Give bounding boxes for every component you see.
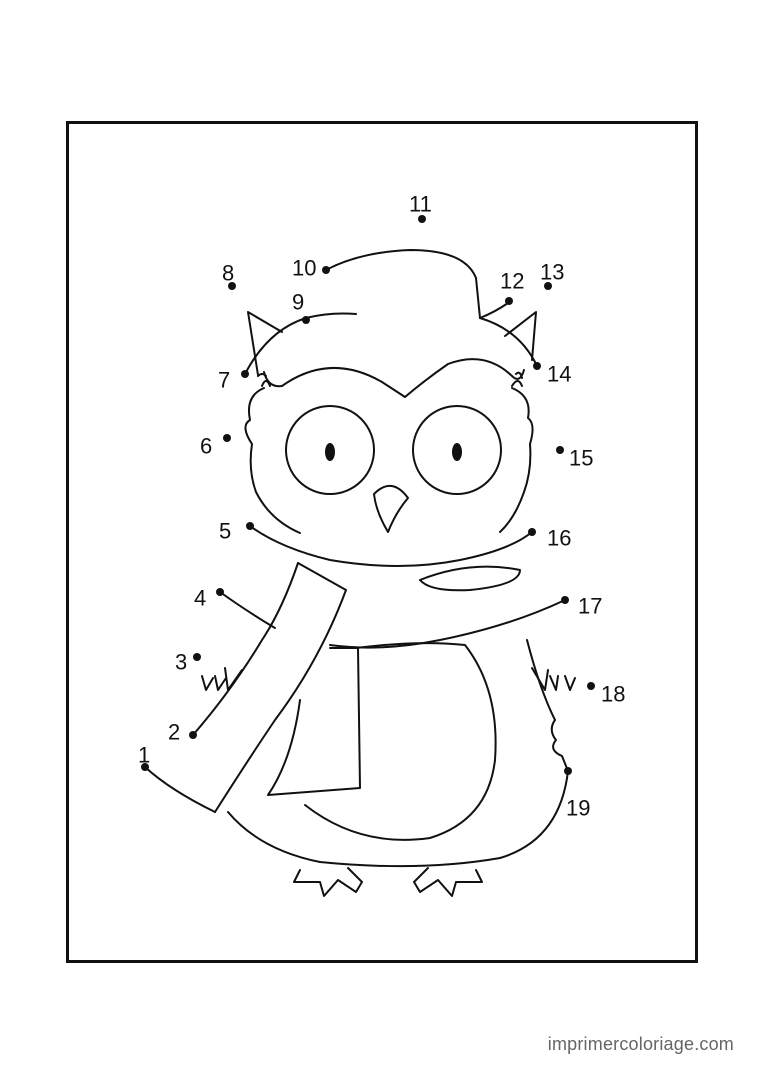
dot-label-10: 10: [292, 256, 316, 281]
dot-label-12: 12: [500, 269, 524, 294]
dot-5: [246, 522, 254, 530]
body-right-side: [526, 639, 569, 772]
dot-label-14: 14: [547, 362, 571, 387]
left-tuft: [257, 373, 271, 387]
dot-label-3: 3: [175, 650, 187, 675]
face-brow: [263, 358, 525, 398]
left-foot: [293, 867, 363, 897]
dot-17: [561, 596, 569, 604]
face-left-side: [244, 387, 301, 534]
right-pupil: [452, 443, 462, 461]
dot-label-4: 4: [194, 586, 206, 611]
dot-6: [223, 434, 231, 442]
dot-label-9: 9: [292, 290, 304, 315]
dot-15: [556, 446, 564, 454]
right-ear: [504, 311, 537, 361]
dot-12: [505, 297, 513, 305]
owl-icon: [144, 249, 576, 897]
dot-label-5: 5: [219, 519, 231, 544]
dot-13: [544, 282, 552, 290]
belly: [304, 642, 497, 841]
left-pupil: [325, 443, 335, 461]
dot-label-13: 13: [540, 260, 564, 285]
scarf-tail-right-edge: [214, 562, 347, 813]
footer-site-name[interactable]: imprimercoloriage.com: [547, 1034, 734, 1054]
left-ear: [247, 311, 283, 376]
dot-label-6: 6: [200, 434, 212, 459]
left-wing: [219, 591, 276, 629]
dot-4: [216, 588, 224, 596]
dot-2: [189, 731, 197, 739]
dot-label-2: 2: [168, 720, 180, 745]
scarf-band: [329, 599, 566, 649]
dot-label-11: 11: [409, 192, 432, 217]
hat: [325, 249, 481, 319]
dot-9: [302, 316, 310, 324]
dot-label-7: 7: [218, 368, 230, 393]
dot-8: [228, 282, 236, 290]
scarf-fold: [419, 565, 521, 592]
dot-label-15: 15: [569, 446, 593, 471]
dot-7: [241, 370, 249, 378]
dot-3: [193, 653, 201, 661]
dot-18: [587, 682, 595, 690]
hat-brim: [479, 302, 509, 319]
drawing-frame: [66, 121, 698, 963]
dot-label-18: 18: [601, 682, 625, 707]
right-foot: [413, 867, 483, 897]
dot-14: [533, 362, 541, 370]
dot-label-1: 1: [138, 743, 150, 768]
left-eye: [285, 405, 375, 495]
scarf-collar: [249, 525, 533, 567]
head-top-right: [479, 317, 538, 367]
scarf-tail-end: [144, 766, 216, 813]
head-top-left: [244, 312, 357, 375]
right-eye: [412, 405, 502, 495]
dot-11: [418, 215, 426, 223]
dot-label-8: 8: [222, 261, 234, 286]
dot-1: [141, 763, 149, 771]
dot-16: [528, 528, 536, 536]
face-right-side: [499, 387, 534, 533]
body-bottom: [227, 770, 569, 868]
beak: [373, 485, 409, 533]
scarf-end-panel: [267, 647, 361, 796]
right-feather-marks: [531, 667, 576, 691]
right-tuft: [511, 371, 523, 387]
dot-label-17: 17: [578, 594, 602, 619]
dot-10: [322, 266, 330, 274]
dot-label-19: 19: [566, 796, 590, 821]
dot-label-16: 16: [547, 526, 571, 551]
scarf-tail-left-edge: [192, 562, 299, 736]
left-feather-marks: [201, 667, 243, 691]
dot-19: [564, 767, 572, 775]
